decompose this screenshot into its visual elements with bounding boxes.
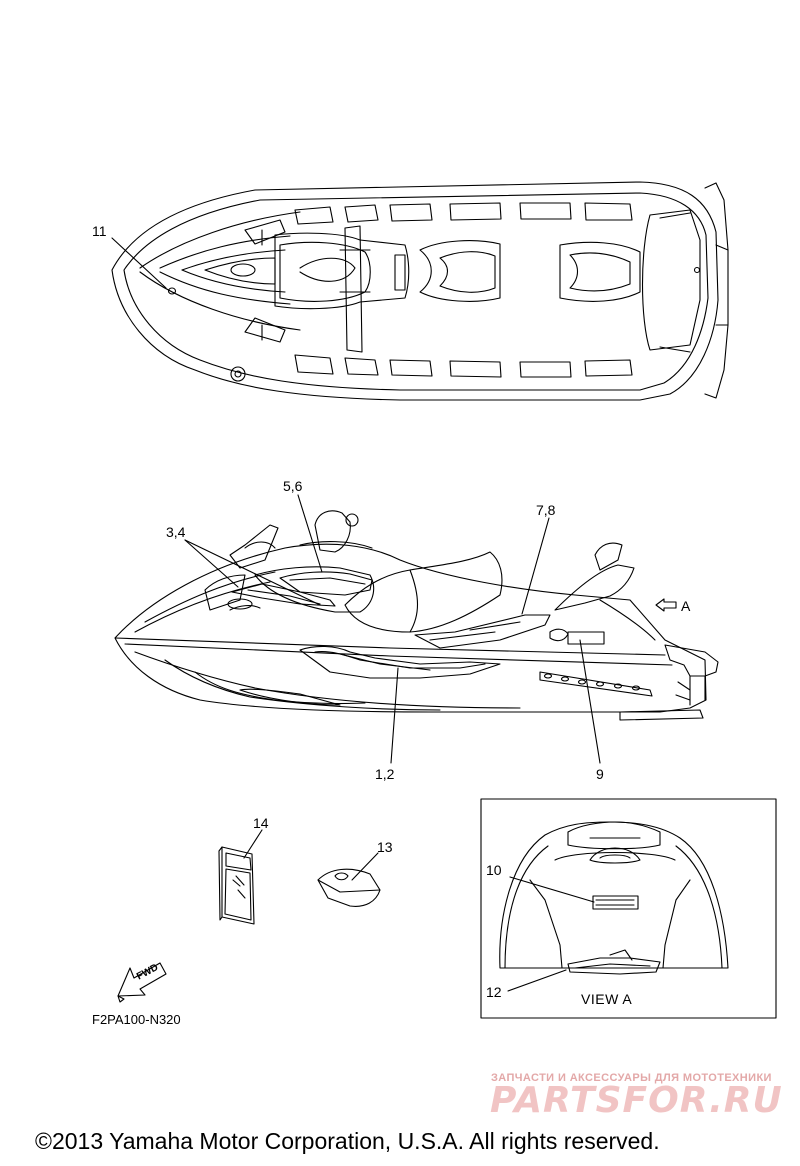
callout-7-8: 7,8	[536, 502, 556, 518]
view-a-arrow-icon	[655, 598, 677, 612]
leader-5-6	[297, 494, 323, 573]
leader-3-4-a	[184, 539, 239, 588]
leader-13	[351, 852, 379, 881]
watermark-logo: PARTSFOR.RU	[490, 1080, 783, 1121]
part-14-sticker	[218, 829, 263, 925]
copyright-notice: ©2013 Yamaha Motor Corporation, U.S.A. A…	[35, 1128, 660, 1154]
top-view-hull	[111, 181, 729, 401]
diagram-code: F2PA100-N320	[92, 1012, 181, 1027]
callout-10: 10	[486, 862, 502, 878]
view-a-label: VIEW A	[581, 991, 633, 1007]
callout-3-4: 3,4	[166, 524, 186, 540]
leader-12	[507, 969, 567, 992]
leader-10	[509, 876, 595, 903]
decal-3-4	[231, 583, 336, 607]
part-13-holder	[317, 852, 381, 907]
callout-5-6: 5,6	[283, 478, 303, 494]
callout-11: 11	[92, 223, 107, 239]
watermark-tagline: ЗАПЧАСТИ И АКСЕССУАРЫ ДЛЯ МОТОТЕХНИКИ	[491, 1072, 772, 1084]
decal-10-plate	[592, 895, 639, 910]
decal-5-6	[279, 571, 373, 596]
callout-view-a-pointer: A	[681, 598, 691, 614]
leader-9	[579, 639, 601, 764]
leader-3-4-b	[184, 539, 321, 606]
leader-7-8	[521, 517, 550, 615]
leader-11	[111, 237, 167, 289]
decal-12-badge	[567, 957, 661, 975]
callout-13: 13	[377, 839, 393, 855]
decal-9-plate	[567, 631, 605, 645]
leader-1-2	[390, 667, 399, 764]
callout-14: 14	[253, 815, 269, 831]
fwd-arrow-tag	[117, 962, 167, 1003]
side-view-hull	[114, 494, 719, 764]
callout-1-2: 1,2	[375, 766, 395, 782]
view-a-box	[480, 798, 777, 1019]
callout-9: 9	[596, 766, 604, 782]
decal-1-2	[299, 645, 501, 679]
decal-11-dot	[167, 287, 177, 295]
leader-14	[243, 829, 263, 859]
decal-9-emblem	[549, 628, 569, 642]
callout-12: 12	[486, 984, 502, 1000]
